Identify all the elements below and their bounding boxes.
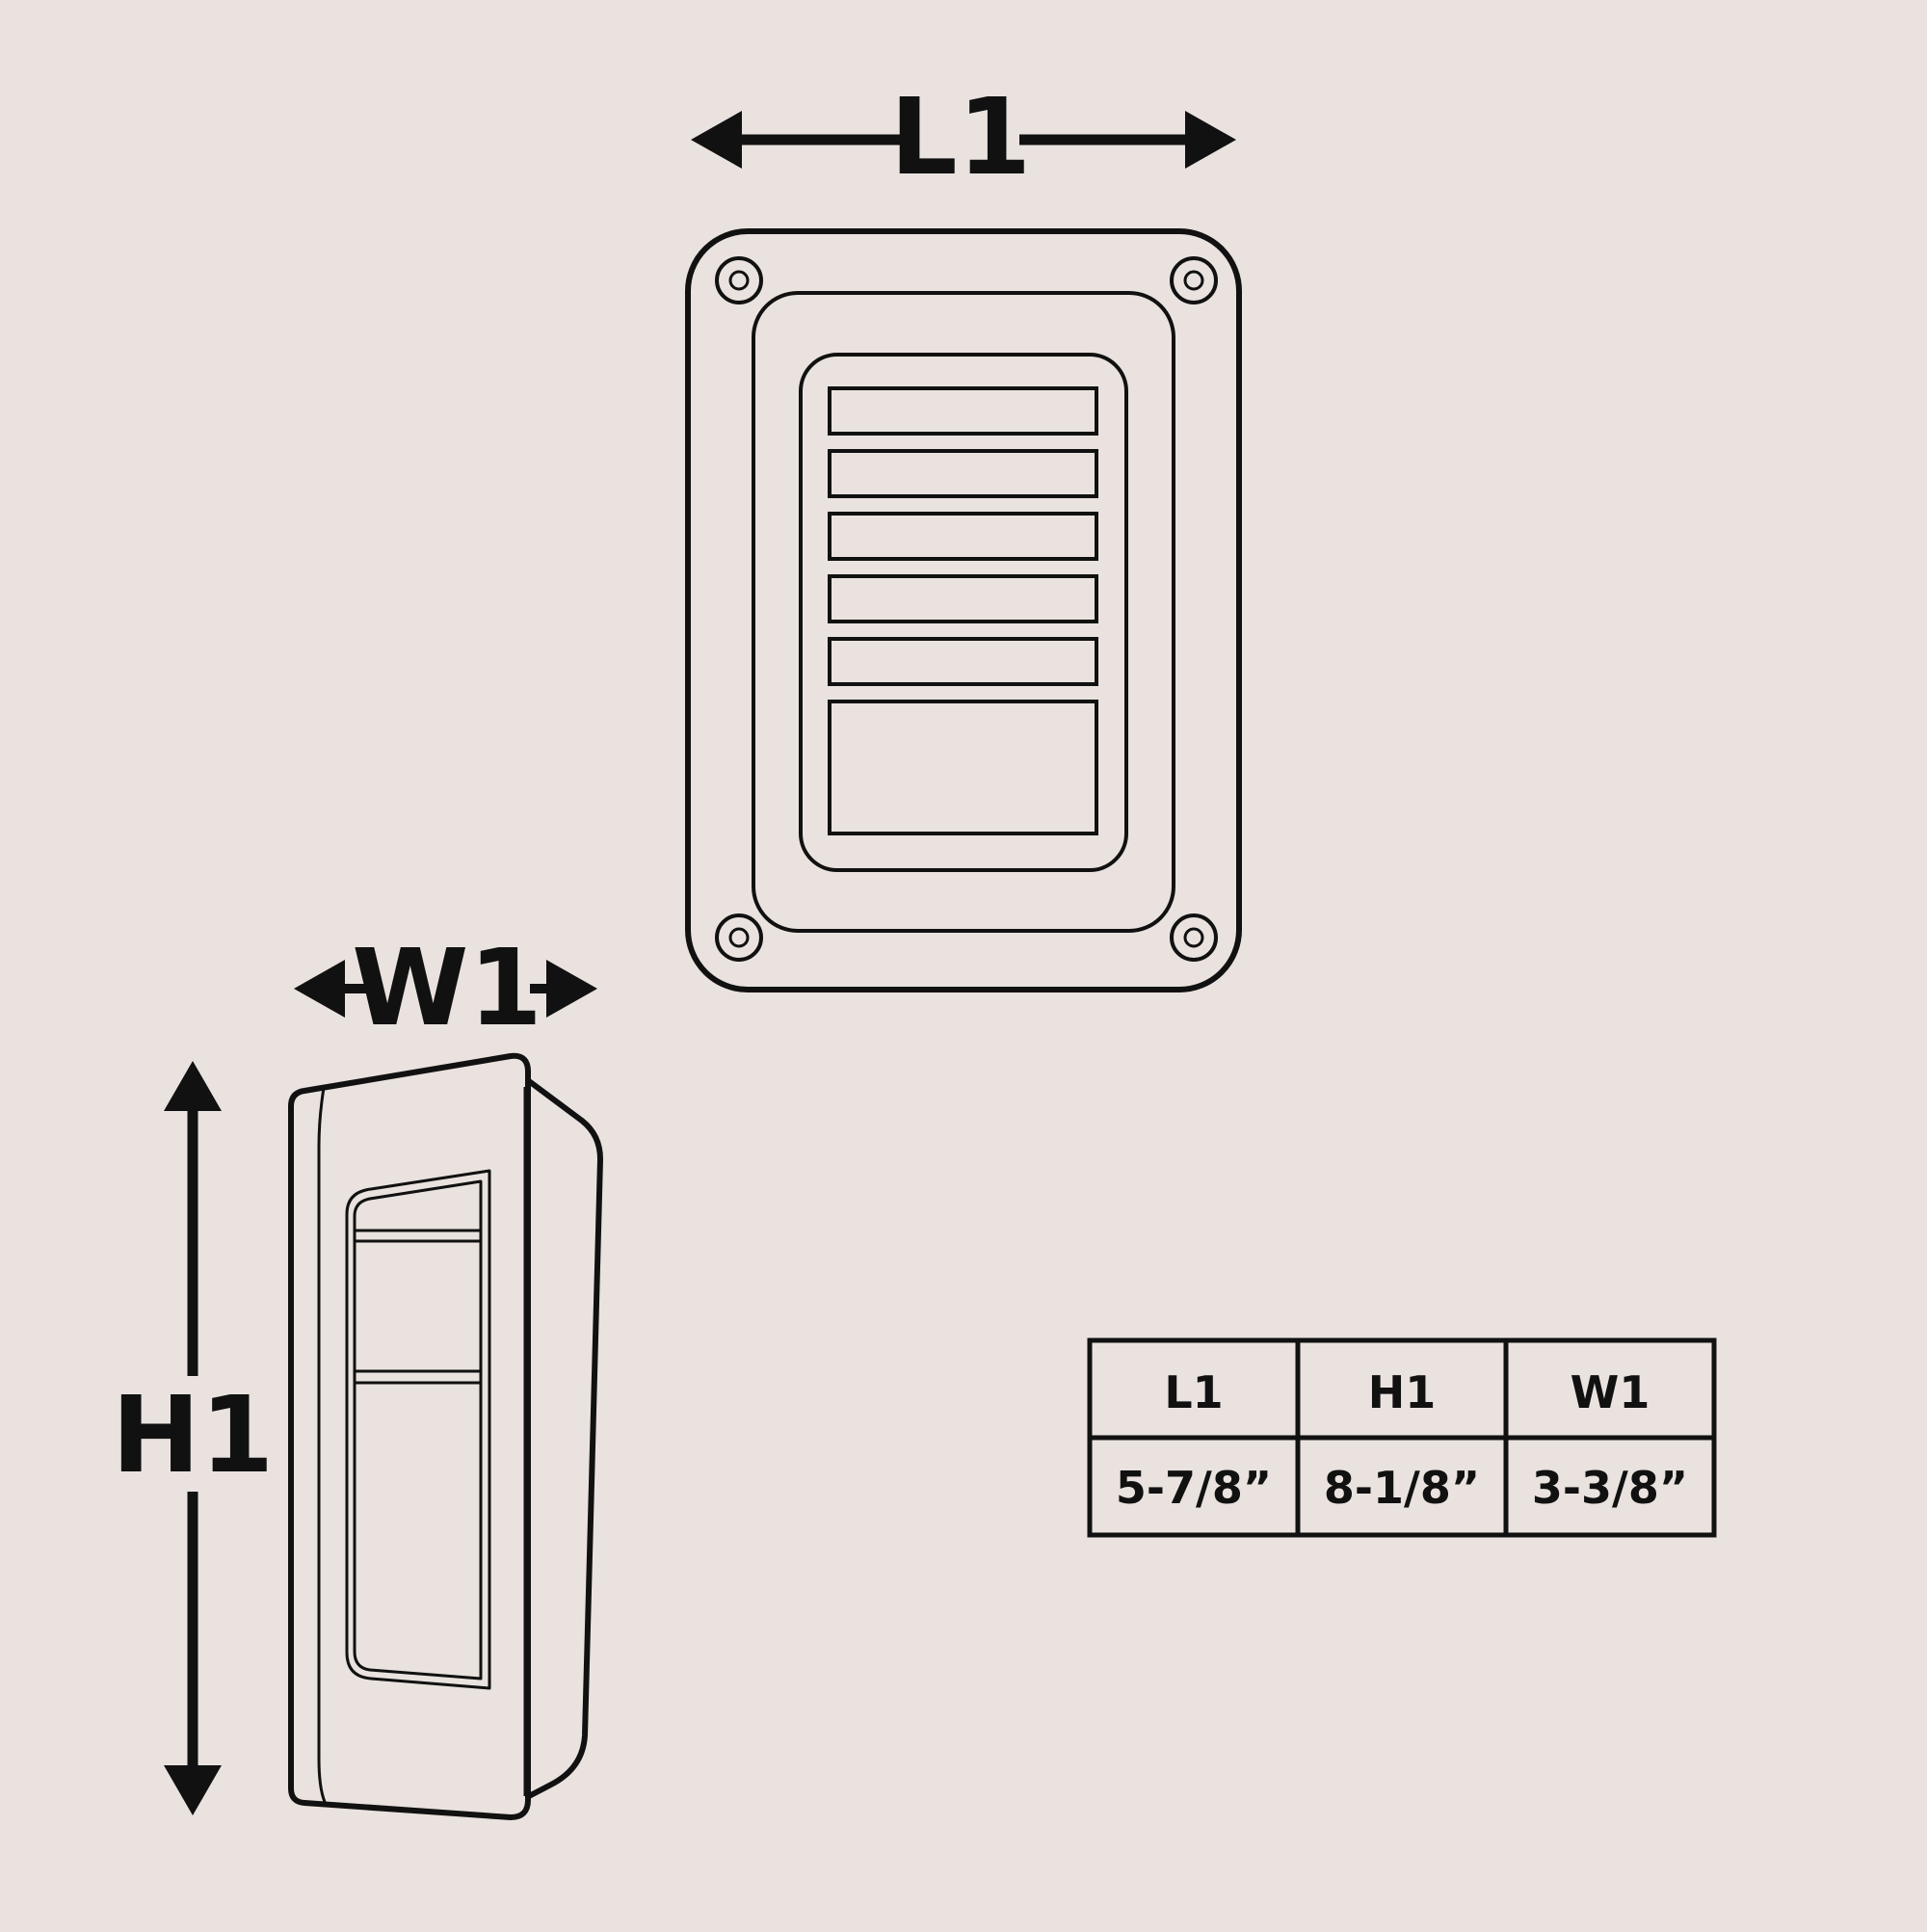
side-louver-window xyxy=(353,1239,483,1373)
front-outer-frame xyxy=(685,228,1242,992)
side-front-face xyxy=(288,1052,531,1820)
table-header-cell: W1 xyxy=(1571,1366,1650,1418)
dimensions-table: L1 H1 W1 5-7/8” 8-1/8” 3-3/8” xyxy=(1087,1337,1717,1538)
louver-slot xyxy=(828,449,1098,498)
length-dimension: L1 xyxy=(691,75,1236,198)
length-arrow-head-left xyxy=(691,111,742,169)
screw-icon xyxy=(1170,256,1218,304)
screw-icon xyxy=(1170,913,1218,962)
table-value-cell: 8-1/8” xyxy=(1324,1462,1480,1514)
side-bezel-outer xyxy=(345,1169,491,1690)
front-view xyxy=(685,228,1242,992)
height-dimension: H1 xyxy=(112,1061,275,1815)
width-arrow-head-left xyxy=(294,960,345,1018)
height-arrow-head-bottom xyxy=(164,1765,222,1815)
height-label: H1 xyxy=(112,1373,275,1496)
height-arrow-head-top xyxy=(164,1061,222,1111)
table-value-cell: 3-3/8” xyxy=(1532,1462,1688,1514)
length-label: L1 xyxy=(890,75,1032,198)
side-bezel-inner xyxy=(353,1179,483,1681)
front-louver-panel xyxy=(799,353,1128,872)
table-header-cell: H1 xyxy=(1368,1366,1437,1418)
lens-window xyxy=(828,700,1098,835)
louver-slot xyxy=(828,637,1098,686)
screw-icon xyxy=(715,256,763,304)
width-label: W1 xyxy=(352,926,542,1049)
width-dimension: W1 xyxy=(294,926,597,1049)
side-flange-edge xyxy=(317,1087,327,1803)
length-arrow-head-right xyxy=(1185,111,1236,169)
louver-slot xyxy=(828,512,1098,561)
table-header-cell: L1 xyxy=(1164,1366,1223,1418)
side-housing-body xyxy=(527,1078,603,1799)
width-arrow-head-right xyxy=(546,960,597,1018)
table-value-cell: 5-7/8” xyxy=(1116,1462,1272,1514)
side-view xyxy=(288,1052,603,1820)
front-inner-bezel xyxy=(752,291,1175,933)
louver-slot xyxy=(828,386,1098,436)
screw-icon xyxy=(715,913,763,962)
louver-slot xyxy=(828,574,1098,623)
